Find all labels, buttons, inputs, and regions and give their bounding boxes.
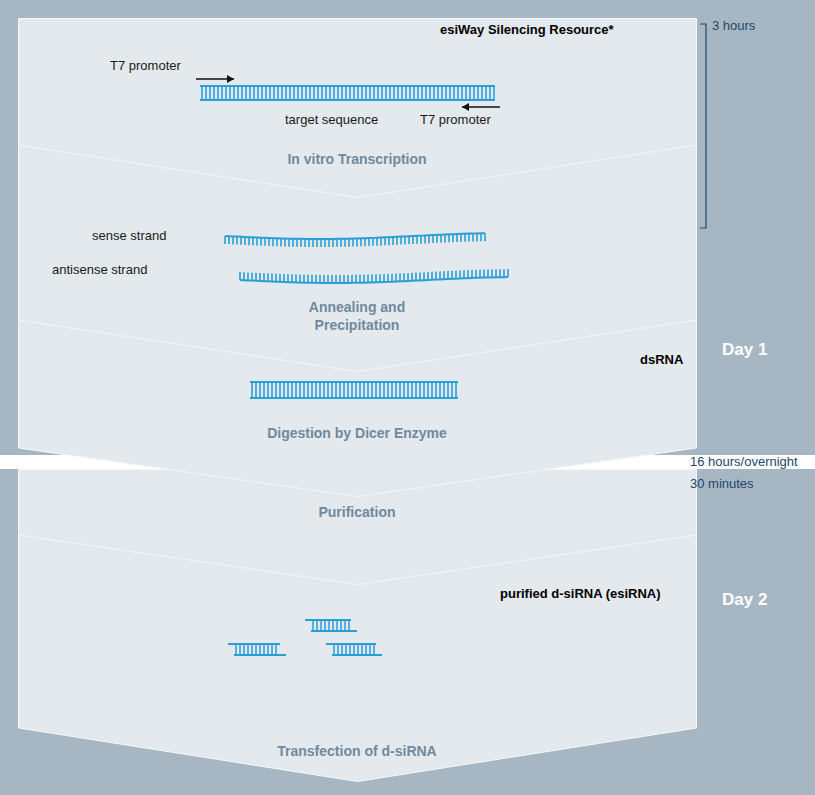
chevron-fill	[19, 536, 697, 782]
process-chevron: T7 promoter target sequence T7 promoter In …	[18, 18, 697, 198]
base-pair-ticks	[334, 644, 374, 655]
step-title: In vitro Transcription	[287, 151, 426, 167]
promoter-label: T7 promoter	[110, 58, 181, 73]
arrow-head	[462, 103, 469, 111]
chevron-shape	[18, 18, 697, 198]
step-title-holder: Transfection of d-siRNA	[207, 742, 507, 760]
product-label: dsRNA	[640, 352, 683, 367]
strand-line	[250, 397, 458, 399]
duration-label-holder: 30 minutes	[690, 476, 754, 491]
promoter-label-holder: T7 promoter	[110, 58, 181, 73]
sirna-strand	[305, 619, 351, 621]
rna-strand	[225, 233, 485, 239]
strand-label-holder: sense strand	[92, 228, 166, 243]
duration-label: 16 hours/overnight	[690, 454, 798, 469]
base-pair-ticks	[236, 644, 276, 655]
promoter-label-holder: T7 promoter	[420, 112, 491, 127]
resource-label: esiWay Silencing Resource*	[440, 22, 614, 37]
promoter-label: T7 promoter	[420, 112, 491, 127]
day-label-holder: Day 1	[722, 340, 767, 360]
base-pair-ticks	[313, 620, 349, 631]
duration-label-holder: 3 hours	[712, 18, 755, 33]
day-label-holder: Day 2	[722, 590, 767, 610]
step-title: Purification	[318, 504, 395, 520]
bracket-line	[700, 24, 706, 228]
sirna-strand	[311, 630, 357, 632]
day-label: Day 1	[722, 340, 767, 359]
product-label: purified d-siRNA (esiRNA)	[500, 586, 661, 601]
strand-label: antisense strand	[52, 262, 147, 277]
step-title-holder: Purification	[207, 503, 507, 521]
duration-label: 3 hours	[712, 18, 755, 33]
step-title-holder: In vitro Transcription	[207, 150, 507, 168]
duration-label: 30 minutes	[690, 476, 754, 491]
base-ticks	[225, 233, 485, 247]
sequence-label-holder: target sequence	[285, 112, 378, 127]
step-title-holder: Digestion by Dicer Enzyme	[207, 424, 507, 442]
base-pair-ticks	[252, 382, 456, 398]
strand-line	[250, 381, 458, 383]
day-label: Day 2	[722, 590, 767, 609]
product-label-holder: purified d-siRNA (esiRNA)	[500, 586, 661, 601]
resource-label-holder: esiWay Silencing Resource*	[440, 22, 614, 37]
duration-label-holder: 16 hours/overnight	[690, 454, 798, 469]
base-ticks	[240, 269, 508, 283]
arrow-head	[227, 75, 234, 83]
step-title: Digestion by Dicer Enzyme	[267, 425, 447, 441]
step-title-holder: Annealing and Precipitation	[277, 298, 437, 334]
strand-label-holder: antisense strand	[52, 262, 147, 277]
product-label-holder: dsRNA	[640, 352, 683, 367]
strand-label: sense strand	[92, 228, 166, 243]
step-title: Transfection of d-siRNA	[277, 743, 436, 759]
base-pair-ticks	[202, 86, 494, 100]
sequence-label: target sequence	[285, 112, 378, 127]
step-title: Annealing and Precipitation	[309, 299, 405, 333]
